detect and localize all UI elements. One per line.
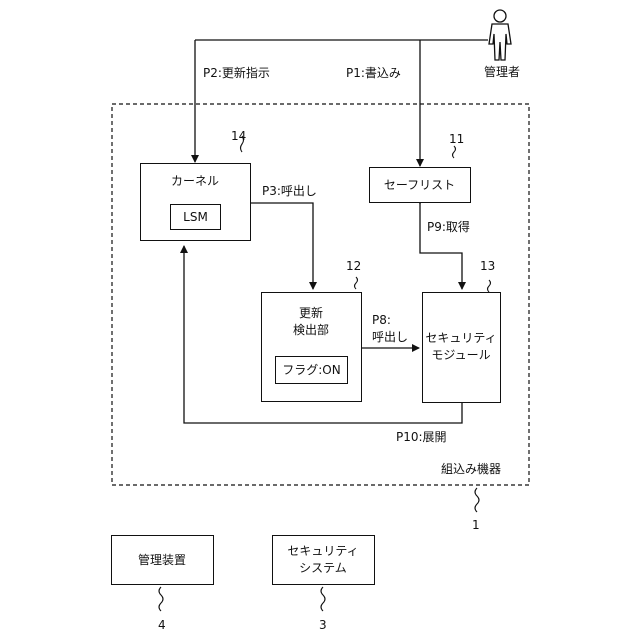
update-detector-ref: 12 [346,258,361,274]
flow-p8-label-line1: P8: [372,312,391,328]
management-device-box: 管理装置 [111,535,214,585]
update-detector-box: 更新 検出部 フラグ:ON [261,292,362,402]
update-detector-label-line1: 更新 [262,305,360,321]
flow-p9-label: P9:取得 [427,219,470,235]
flow-p3-label: P3:呼出し [262,183,317,199]
security-system-ref: 3 [319,617,327,633]
security-module-label-line1: セキュリティ [423,330,499,346]
ref-squiggle-3 [321,587,325,611]
ref-squiggle-13 [488,280,491,292]
security-system-label-line1: セキュリティ [273,543,373,559]
safelist-ref: 11 [449,131,464,147]
flow-p2-label: P2:更新指示 [203,65,270,81]
ref-squiggle-12 [355,277,358,289]
safelist-box: セーフリスト [369,167,471,203]
flag-box: フラグ:ON [275,356,348,384]
ref-squiggle-4 [159,587,163,611]
security-system-box: セキュリティ システム [272,535,375,585]
update-detector-label-line2: 検出部 [262,322,360,338]
lsm-box: LSM [170,204,221,230]
flag-label: フラグ:ON [276,362,347,378]
flow-p10-label: P10:展開 [396,429,447,445]
safelist-label: セーフリスト [370,177,469,193]
flow-p8-label-line2: 呼出し [372,329,408,345]
ref-squiggle-11 [453,146,456,158]
device-label: 組込み機器 [441,461,501,477]
flow-p9-line [420,204,462,289]
management-device-label: 管理装置 [112,552,212,568]
security-module-box: セキュリティ モジュール [422,292,501,403]
kernel-box: カーネル LSM [140,163,251,241]
lsm-label: LSM [171,209,220,225]
security-module-ref: 13 [480,258,495,274]
device-ref: 1 [472,517,480,533]
kernel-label: カーネル [141,173,249,189]
security-system-label-line2: システム [273,560,373,576]
person-icon [489,10,511,60]
management-device-ref: 4 [158,617,166,633]
flow-p1-label: P1:書込み [346,65,401,81]
flow-p3-line [250,203,313,289]
ref-squiggle-1 [475,488,479,512]
actor-label: 管理者 [477,64,527,80]
kernel-ref: 14 [231,128,246,144]
security-module-label-line2: モジュール [423,347,499,363]
